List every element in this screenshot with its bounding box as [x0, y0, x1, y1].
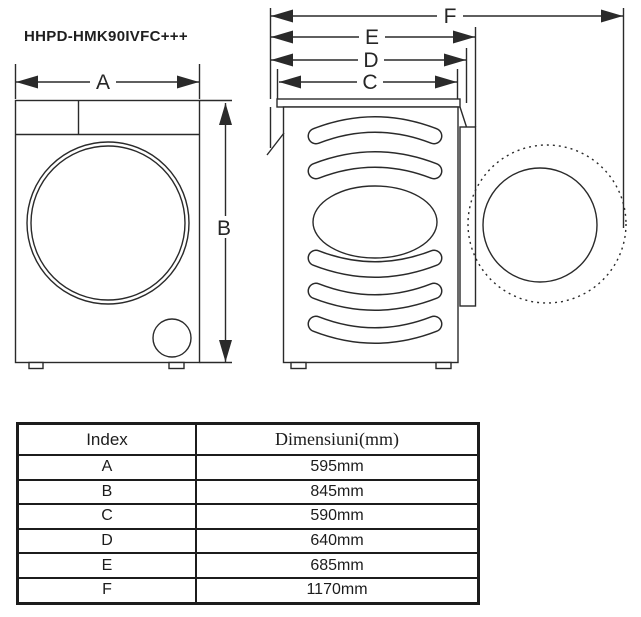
- value-cell: 595mm: [195, 454, 480, 481]
- open-door-circle: [482, 167, 598, 283]
- arrowhead: [453, 30, 475, 44]
- front-left-foot: [28, 361, 44, 370]
- model-title: HHPD-HMK90IVFC+++: [24, 28, 188, 45]
- door-inner-ring: [30, 145, 186, 301]
- dim-label-d: D: [363, 49, 378, 72]
- index-cell: B: [16, 478, 197, 506]
- arrowhead: [271, 9, 293, 23]
- arrowhead: [219, 340, 232, 362]
- detergent-knob-circle: [152, 318, 192, 358]
- index-cell: F: [16, 576, 197, 605]
- duct-top-diagonal: [459, 106, 468, 128]
- side-right-foot: [435, 361, 452, 370]
- dim-label-e: E: [365, 26, 379, 49]
- vent-slots: [307, 116, 443, 344]
- dimensions-table: Index Dimensiuni(mm) A 595mm B 845mm C 5…: [16, 422, 480, 605]
- index-cell: C: [16, 503, 197, 530]
- side-view: [266, 98, 627, 370]
- dim-label-b: B: [217, 217, 231, 240]
- vent-ellipse: [312, 185, 438, 259]
- arrowhead: [601, 9, 623, 23]
- arrowhead: [435, 75, 457, 89]
- arrowhead: [271, 53, 293, 67]
- table-row: B 845mm: [16, 478, 480, 506]
- dim-label-f: F: [444, 5, 457, 28]
- value-cell: 845mm: [195, 478, 480, 506]
- index-cell: E: [16, 552, 197, 579]
- table-row: F 1170mm: [16, 576, 480, 605]
- dimension-header: Dimensiuni(mm): [195, 422, 480, 456]
- index-header: Index: [16, 422, 197, 456]
- door-outer-ring: [26, 141, 190, 305]
- arrowhead: [177, 75, 199, 89]
- door-swing-dashed-circle: [467, 144, 627, 304]
- value-cell: 590mm: [195, 503, 480, 530]
- side-left-foot: [290, 361, 307, 370]
- front-right-foot: [168, 361, 185, 370]
- dim-label-a: A: [96, 71, 110, 94]
- dimension-annotations: A B C D: [14, 5, 625, 362]
- table-row: E 685mm: [16, 552, 480, 579]
- value-cell: 1170mm: [195, 576, 480, 605]
- table-row: A 595mm: [16, 454, 480, 481]
- front-view: [14, 99, 232, 370]
- arrowhead: [271, 30, 293, 44]
- arrowhead: [16, 75, 38, 89]
- dimension-diagram: A B C D: [14, 5, 627, 370]
- table-row: D 640mm: [16, 527, 480, 555]
- arrowhead: [444, 53, 466, 67]
- dim-label-c: C: [362, 71, 377, 94]
- index-cell: D: [16, 527, 197, 555]
- value-cell: 640mm: [195, 527, 480, 555]
- arrowhead: [279, 75, 301, 89]
- index-cell: A: [16, 454, 197, 481]
- rear-duct: [459, 126, 477, 307]
- arrowhead: [219, 103, 232, 125]
- table-row: C 590mm: [16, 503, 480, 530]
- front-lip-diagonal: [266, 132, 285, 156]
- table-header-row: Index Dimensiuni(mm): [16, 422, 480, 456]
- front-body: [14, 99, 201, 364]
- side-top-band: [276, 98, 461, 108]
- value-cell: 685mm: [195, 552, 480, 579]
